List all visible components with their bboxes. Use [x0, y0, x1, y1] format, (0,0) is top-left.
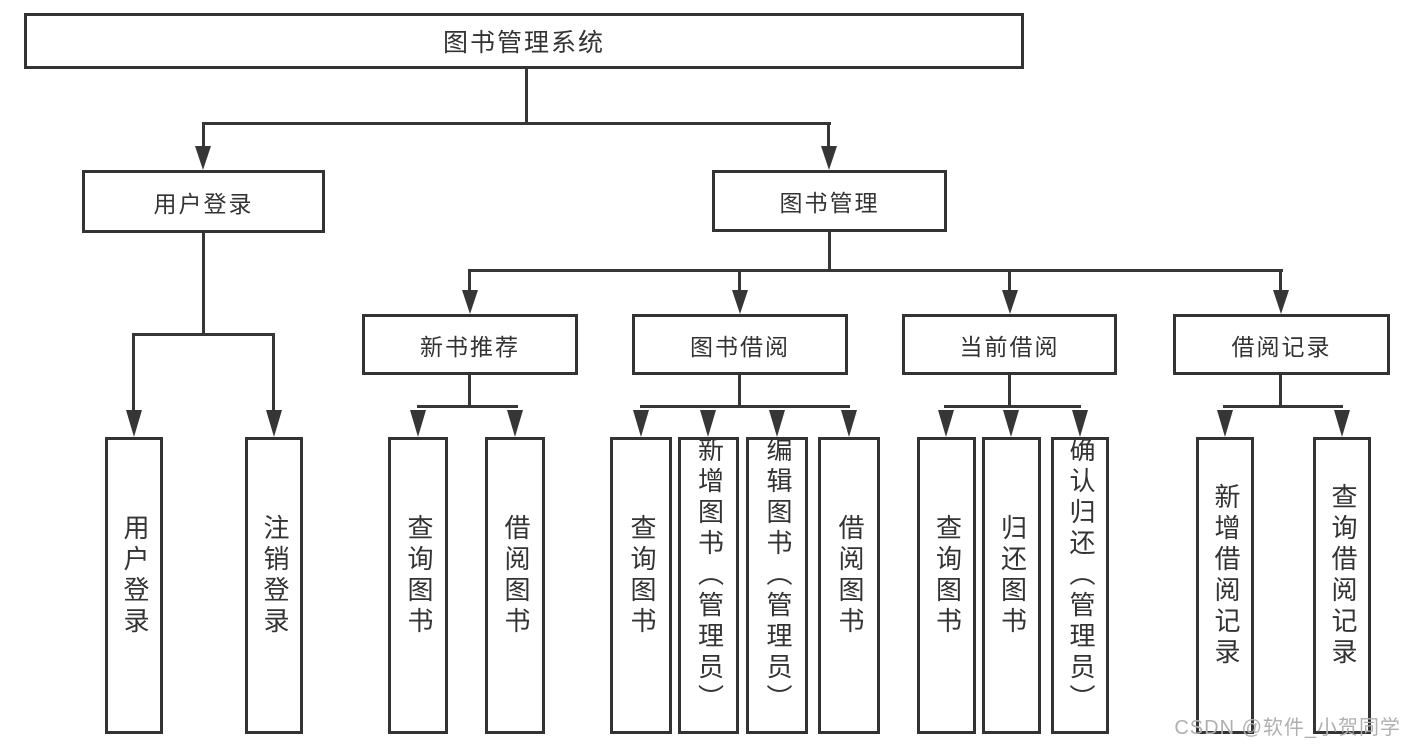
node-user-login-label: 用户登录 — [153, 190, 254, 217]
leaf-edit-book-admin: 编辑图书（管理员） — [746, 436, 808, 734]
arrowhead-to-leaf-user-login — [126, 410, 142, 437]
leaf-borrow-books-recommend-label: 借阅图书 — [500, 513, 531, 638]
arrowhead-to-book-management — [821, 146, 837, 170]
connector-current-borrow-split — [944, 405, 1081, 408]
watermark: CSDN @软件_小贺同学 — [1174, 717, 1401, 739]
leaf-query-books-recommend-label: 查询图书 — [403, 513, 434, 638]
leaf-edit-book-admin-label: 编辑图书（管理员） — [762, 436, 793, 715]
node-book-management-label: 图书管理 — [779, 190, 880, 216]
node-current-borrow-label: 当前借阅 — [959, 333, 1060, 360]
arrowhead-to-leaf-add-borrow-record — [1217, 410, 1233, 437]
leaf-query-books-recommend: 查询图书 — [388, 437, 448, 734]
arrowhead-to-leaf-add-book-admin — [700, 410, 716, 437]
connector-book-management-split — [469, 269, 1283, 272]
arrowhead-to-new-book-recommend — [462, 290, 478, 314]
connector-to-book-management — [827, 122, 830, 148]
connector-user-login-split — [132, 333, 275, 336]
node-user-login: 用户登录 — [82, 170, 325, 233]
node-book-management: 图书管理 — [712, 170, 947, 232]
arrowhead-to-current-borrow — [1002, 290, 1018, 314]
node-book-borrow: 图书借阅 — [632, 314, 848, 375]
connector-new-book-recommend-split — [417, 405, 518, 408]
arrowhead-to-leaf-borrow-books — [841, 410, 857, 437]
connector-to-leaf-logout — [272, 333, 275, 413]
arrowhead-to-leaf-confirm-return-admin — [1072, 410, 1088, 437]
leaf-query-books-borrow-label: 查询图书 — [626, 513, 657, 638]
leaf-confirm-return-admin: 确认归还（管理员） — [1051, 436, 1109, 734]
arrowhead-to-leaf-logout — [266, 410, 282, 437]
arrowhead-to-leaf-return-book — [1003, 410, 1019, 437]
leaf-add-book-admin: 新增图书（管理员） — [678, 436, 739, 734]
node-borrow-records-label: 借阅记录 — [1231, 333, 1332, 360]
leaf-user-login: 用户登录 — [105, 437, 163, 734]
node-root-system-label: 图书管理系统 — [442, 29, 605, 57]
connector-new-book-recommend-stem — [468, 375, 471, 408]
connector-to-new-book-recommend — [468, 269, 471, 292]
connector-borrow-records-split — [1223, 405, 1343, 408]
connector-user-login-stem — [202, 233, 205, 336]
leaf-query-borrow-record: 查询借阅记录 — [1313, 437, 1371, 734]
node-book-borrow-label: 图书借阅 — [690, 333, 790, 360]
connector-root-stem — [525, 69, 528, 124]
leaf-borrow-books-label: 借阅图书 — [834, 513, 865, 638]
connector-book-management-stem — [828, 232, 831, 272]
leaf-return-book: 归还图书 — [982, 437, 1041, 734]
leaf-query-books-current-label: 查询图书 — [932, 513, 963, 638]
leaf-query-books-current: 查询图书 — [917, 437, 976, 734]
connector-to-user-login — [202, 122, 205, 148]
connector-root-split — [202, 122, 831, 125]
leaf-user-login-label: 用户登录 — [119, 513, 150, 638]
connector-book-borrow-stem — [738, 375, 741, 408]
arrowhead-to-book-borrow — [732, 290, 748, 314]
arrowhead-to-user-login — [195, 146, 211, 170]
leaf-logout: 注销登录 — [245, 437, 303, 734]
connector-to-leaf-user-login — [132, 333, 135, 413]
leaf-add-borrow-record-label: 新增借阅记录 — [1210, 482, 1241, 669]
leaf-confirm-return-admin-label: 确认归还（管理员） — [1065, 436, 1096, 715]
connector-book-borrow-split — [640, 405, 850, 408]
arrowhead-to-leaf-query-books-current — [938, 410, 954, 437]
arrowhead-to-borrow-records — [1273, 290, 1289, 314]
arrowhead-to-leaf-edit-book-admin — [769, 410, 785, 437]
node-current-borrow: 当前借阅 — [902, 314, 1117, 375]
arrowhead-to-leaf-query-books-borrow — [633, 410, 649, 437]
leaf-query-borrow-record-label: 查询借阅记录 — [1327, 482, 1358, 669]
leaf-query-books-borrow: 查询图书 — [610, 437, 672, 734]
arrowhead-to-leaf-query-books-recommend — [410, 410, 426, 437]
node-borrow-records: 借阅记录 — [1173, 314, 1390, 375]
leaf-add-borrow-record: 新增借阅记录 — [1196, 437, 1254, 734]
connector-to-current-borrow — [1008, 269, 1011, 292]
leaf-logout-label: 注销登录 — [259, 513, 290, 638]
leaf-borrow-books-recommend: 借阅图书 — [485, 437, 545, 734]
connector-to-book-borrow — [738, 269, 741, 292]
connector-borrow-records-stem — [1279, 375, 1282, 408]
leaf-return-book-label: 归还图书 — [997, 513, 1028, 638]
node-root-system: 图书管理系统 — [24, 13, 1024, 69]
connector-current-borrow-stem — [1008, 375, 1011, 408]
arrowhead-to-leaf-query-borrow-record — [1334, 410, 1350, 437]
node-new-book-recommend: 新书推荐 — [362, 314, 578, 375]
leaf-borrow-books: 借阅图书 — [818, 437, 880, 734]
node-new-book-recommend-label: 新书推荐 — [420, 333, 520, 360]
connector-to-borrow-records — [1279, 269, 1282, 292]
arrowhead-to-leaf-borrow-books-recommend — [507, 410, 523, 437]
leaf-add-book-admin-label: 新增图书（管理员） — [694, 436, 725, 715]
